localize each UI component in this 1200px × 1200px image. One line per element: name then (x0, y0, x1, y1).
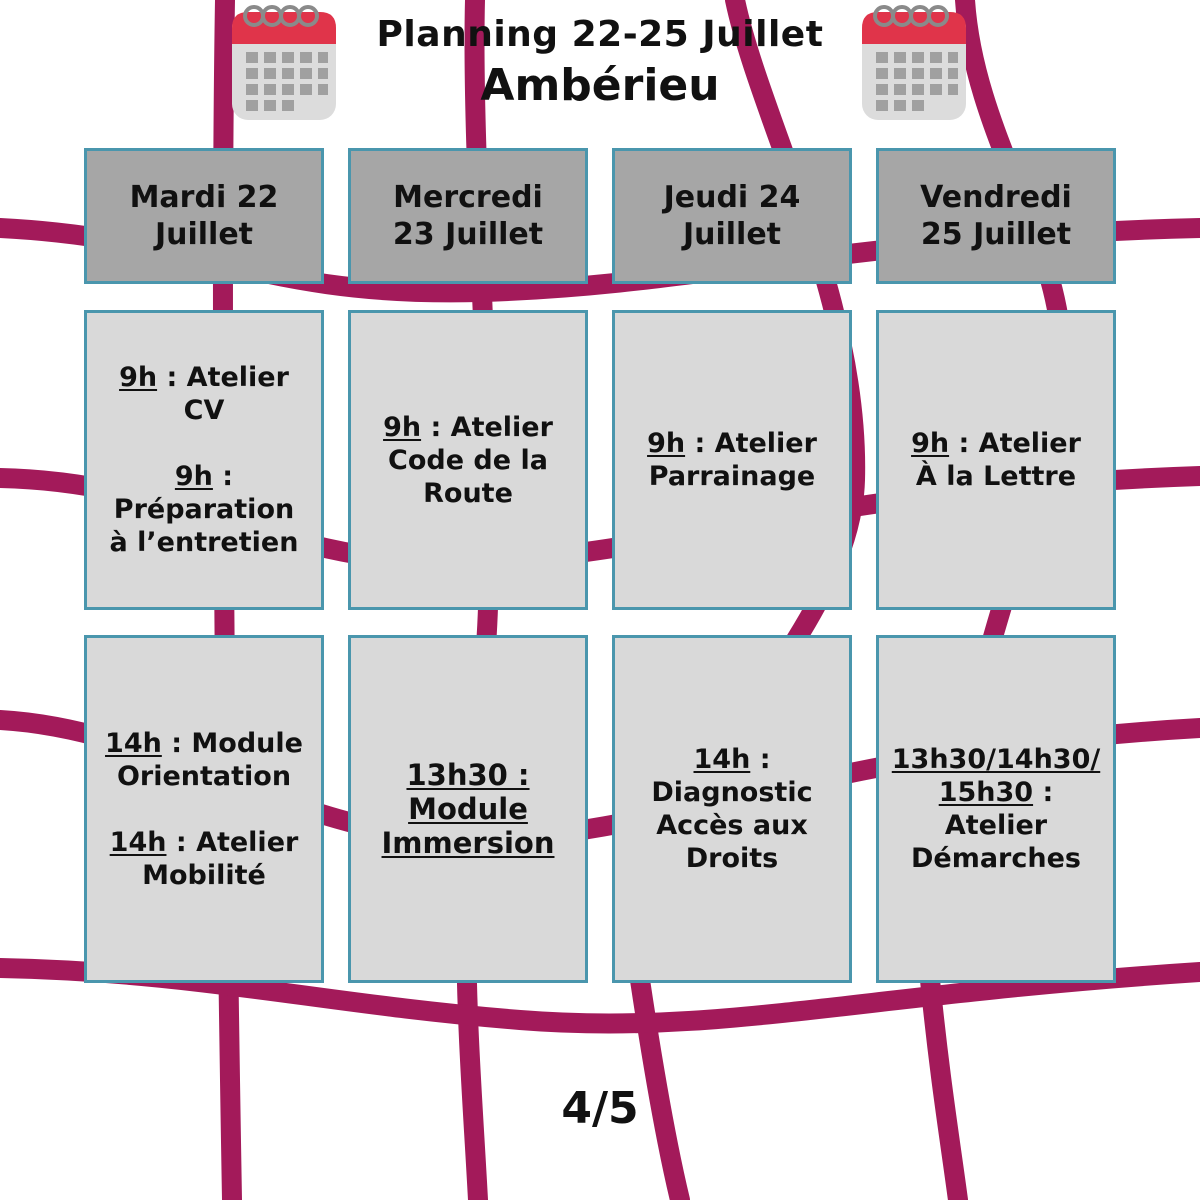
morning-slot-vendredi: 9h : Atelier À la Lettre (876, 310, 1116, 610)
afternoon-slot-mardi: 14h : Module Orientation 14h : Atelier M… (84, 635, 324, 983)
morning-slot-jeudi: 9h : Atelier Parrainage (612, 310, 852, 610)
session-time: 9h (119, 362, 158, 393)
session-text: : Atelier Code de la Route (388, 411, 553, 509)
session: 14h : Atelier Mobilité (104, 826, 304, 892)
morning-slot-mercredi: 9h : Atelier Code de la Route (348, 310, 588, 610)
morning-slot-mardi: 9h : Atelier CV 9h : Préparation à l’ent… (84, 310, 324, 610)
afternoon-slot-jeudi: 14h : Diagnostic Accès aux Droits (612, 635, 852, 983)
session-text: : Module Orientation (116, 727, 303, 792)
session-time: 14h (693, 744, 751, 775)
day-label: Vendredi 25 Juillet (920, 180, 1072, 252)
session-text: : Atelier Démarches (910, 777, 1081, 874)
session: 9h : Atelier CV (109, 361, 299, 427)
session-time: 9h (911, 428, 950, 459)
session-text: : Préparation à l’entretien (109, 461, 299, 558)
session-text: : Atelier À la Lettre (915, 428, 1081, 492)
day-label: Mardi 22 Juillet (129, 180, 279, 252)
session: 13h30 : Module Immersion (378, 758, 558, 860)
afternoon-slot-mercredi: 13h30 : Module Immersion (348, 635, 588, 983)
day-header-mercredi: Mercredi 23 Juillet (348, 148, 588, 284)
afternoon-slot-vendredi: 13h30/14h30/ 15h30 : Atelier Démarches (876, 635, 1116, 983)
session-text: : Atelier CV (157, 362, 289, 426)
session: 9h : Atelier Parrainage (632, 427, 832, 493)
day-header-mardi: Mardi 22 Juillet (84, 148, 324, 284)
session: 9h : Atelier Code de la Route (373, 411, 563, 510)
page-title: Planning 22-25 Juillet (376, 14, 824, 55)
session-time: 13h30 : Module Immersion (381, 758, 555, 860)
session-time: 13h30/14h30/ 15h30 (891, 744, 1101, 808)
session-time: 14h (105, 727, 162, 759)
page-number: 4/5 (561, 1083, 639, 1134)
session-time: 14h (109, 826, 167, 858)
session: 14h : Module Orientation (104, 727, 304, 793)
day-header-vendredi: Vendredi 25 Juillet (876, 148, 1116, 284)
session-time: 9h (383, 411, 422, 443)
session-text: : Atelier Parrainage (648, 428, 817, 492)
day-header-jeudi: Jeudi 24 Juillet (612, 148, 852, 284)
location-title: Ambérieu (480, 60, 720, 111)
session-text: : Atelier Mobilité (142, 826, 299, 891)
calendar-icon (862, 5, 966, 120)
day-label: Mercredi 23 Juillet (392, 180, 544, 252)
day-label: Jeudi 24 Juillet (663, 180, 801, 252)
session: 9h : Préparation à l’entretien (104, 460, 304, 559)
session-time: 9h (174, 461, 213, 492)
session: 13h30/14h30/ 15h30 : Atelier Démarches (889, 743, 1104, 875)
session: 9h : Atelier À la Lettre (896, 427, 1096, 493)
session-text: : Diagnostic Accès aux Droits (651, 744, 813, 874)
calendar-icon (232, 5, 336, 120)
session: 14h : Diagnostic Accès aux Droits (642, 743, 822, 875)
session-time: 9h (647, 428, 686, 459)
